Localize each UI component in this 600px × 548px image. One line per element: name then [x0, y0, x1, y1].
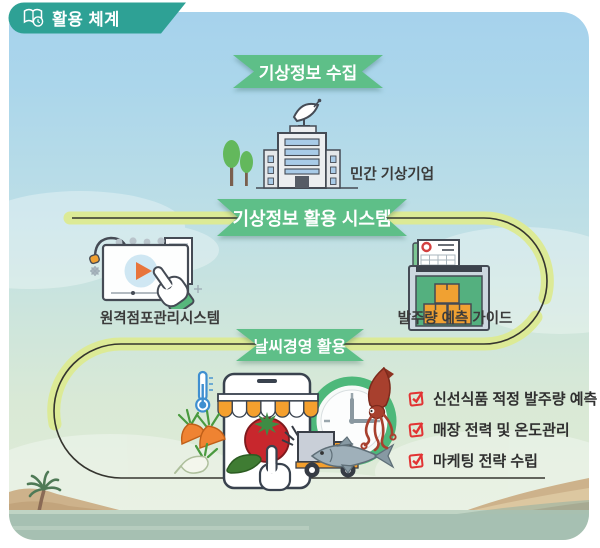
badge-label: 활용 체계 [52, 10, 120, 29]
satellite-building-icon [223, 98, 358, 189]
checklist-item: 신선식품 적정 발주량 예측 [408, 388, 597, 409]
flow-line [53, 217, 548, 479]
badge-shape [8, 2, 186, 34]
water [9, 500, 589, 540]
book-clock-icon [23, 8, 44, 27]
checklist-label: 마케팅 전략 수립 [433, 453, 538, 470]
stage1-ribbon: 기상정보 수집 [233, 55, 383, 88]
building-caption: 민간 기상기업 [350, 167, 435, 183]
tree-icon [223, 140, 253, 186]
stage3-title: 날씨경영 활용 [236, 329, 364, 361]
checklist-item: 마케팅 전략 수립 [408, 450, 597, 471]
boxes-icon [423, 283, 472, 325]
cucumber-icon [226, 454, 262, 474]
weather-management-illustration [174, 366, 397, 492]
checklist-label: 신선식품 적정 발주량 예측 [433, 391, 598, 408]
header-badge: 활용 체계 [8, 2, 190, 34]
building-body [263, 125, 341, 189]
scenery-layer [9, 191, 589, 540]
stage1-title: 기상정보 수집 [233, 55, 383, 88]
badge-content: 활용 체계 [22, 2, 120, 33]
checklist-label: 매장 전력 및 온도관리 [433, 422, 570, 439]
radish-icon [174, 442, 219, 474]
tap-hand-icon [258, 444, 292, 492]
background-card [9, 12, 589, 540]
stage2-ribbon: 기상정보 활용 시스템 [217, 199, 407, 236]
remote-store-video-icon [89, 236, 202, 309]
audience-icons [115, 237, 165, 246]
stage2-title: 기상정보 활용 시스템 [217, 199, 407, 236]
checkbox-checked-icon [408, 453, 424, 469]
squid-icon [360, 366, 397, 452]
gear-icon [90, 266, 100, 276]
thermometer-icon [195, 370, 213, 413]
order-guide-caption: 발주량 예측 가이드 [397, 311, 513, 327]
checkbox-checked-icon [408, 391, 424, 407]
checklist-item: 매장 전력 및 온도관리 [408, 419, 597, 440]
pointer-hand-icon [152, 266, 195, 309]
order-guide-box-icon [408, 239, 490, 331]
awning-icon [217, 400, 319, 418]
fish-icon [310, 436, 395, 475]
checkbox-checked-icon [408, 422, 424, 438]
sparkle-icon [194, 285, 202, 293]
benefit-checklist: 신선식품 적정 발주량 예측 매장 전력 및 온도관리 마케팅 전략 수립 [408, 388, 597, 481]
tomato-icon [244, 412, 290, 463]
carrot-icon [177, 408, 226, 449]
stage3-ribbon: 날씨경영 활용 [236, 329, 364, 361]
remote-store-caption: 원격점포관리시스템 [99, 311, 221, 327]
satellite-dish-icon [292, 98, 322, 127]
